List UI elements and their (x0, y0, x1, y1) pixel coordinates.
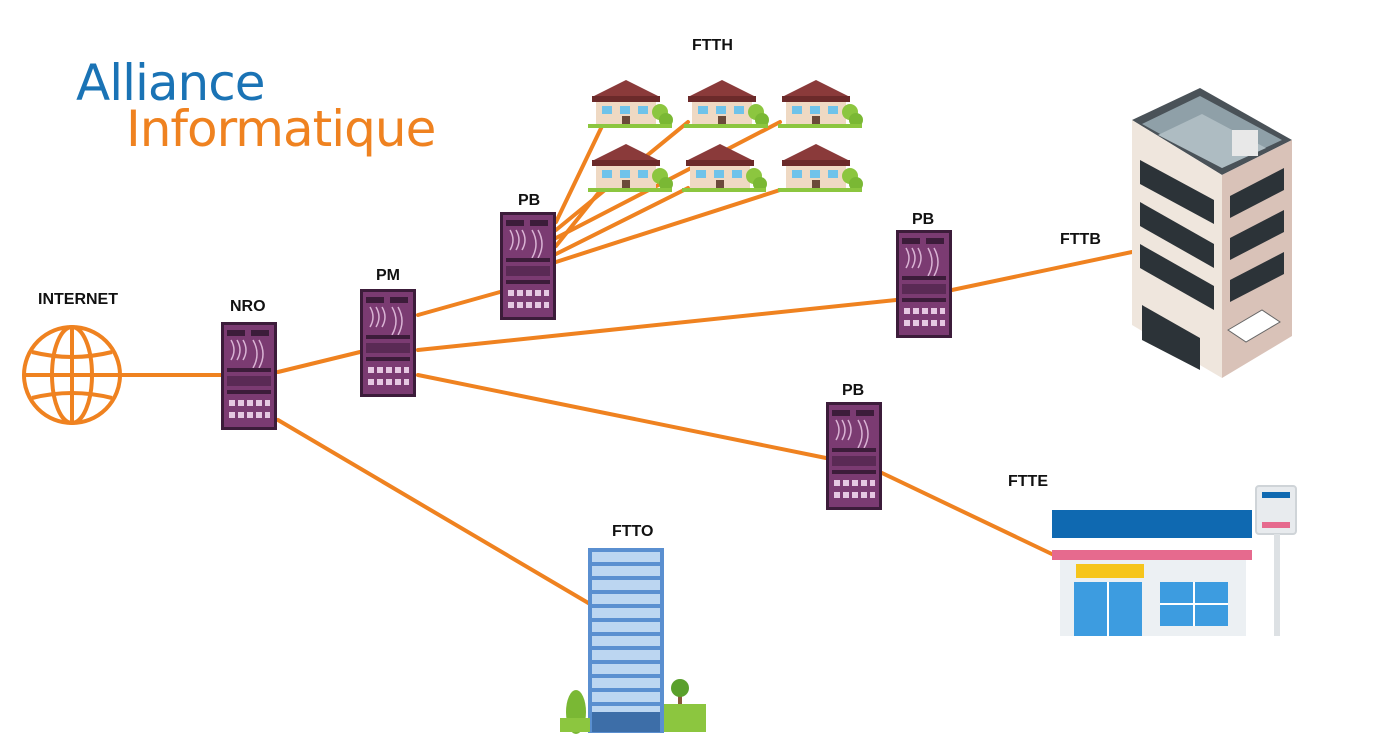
pb-ftth-label: PB (518, 192, 540, 209)
company-logo: Alliance Informatique (76, 54, 436, 158)
link-pb-house-1 (554, 120, 606, 224)
logo-line-1: Alliance (76, 54, 265, 112)
link-nro-pm (276, 350, 362, 374)
pb-fttb-label: PB (912, 211, 934, 228)
link-nro-ftto (276, 418, 592, 606)
link-pb-house-6 (554, 188, 782, 264)
link-pb-house-4 (554, 184, 606, 248)
office-tower-icon (560, 548, 706, 734)
pm-label: PM (376, 267, 400, 284)
fttb-label: FTTB (1060, 231, 1101, 248)
house-group (588, 80, 863, 192)
pb-ftte-label: PB (842, 382, 864, 399)
logo-line-2: Informatique (126, 100, 436, 158)
pb-ftte-rack-icon (825, 401, 883, 511)
house-icon (778, 80, 863, 128)
ftto-label: FTTO (612, 523, 653, 540)
link-pm-pb-fttb (416, 298, 898, 352)
house-icon (588, 144, 673, 192)
link-pb-ftte (880, 471, 1058, 558)
house-icon (682, 144, 767, 192)
link-pb-fttb (950, 250, 1134, 292)
pb-fttb-rack-icon (895, 229, 953, 339)
house-icon (778, 144, 863, 192)
house-icon (684, 80, 769, 128)
internet-label: INTERNET (38, 291, 118, 308)
ftte-label: FTTE (1008, 473, 1048, 490)
nro-rack-icon (220, 321, 278, 431)
shop-icon (1052, 485, 1297, 636)
nro-label: NRO (230, 298, 266, 315)
link-pm-pb-ftte (416, 373, 828, 460)
apartment-building-icon (1132, 88, 1292, 378)
link-pm-pb-ftth (416, 290, 502, 317)
house-icon (588, 80, 673, 128)
globe-icon (22, 325, 122, 425)
pm-rack-icon (359, 288, 417, 398)
pb-ftth-rack-icon (499, 211, 557, 321)
link-pb-house-5 (554, 186, 690, 256)
ftth-label: FTTH (692, 37, 733, 54)
